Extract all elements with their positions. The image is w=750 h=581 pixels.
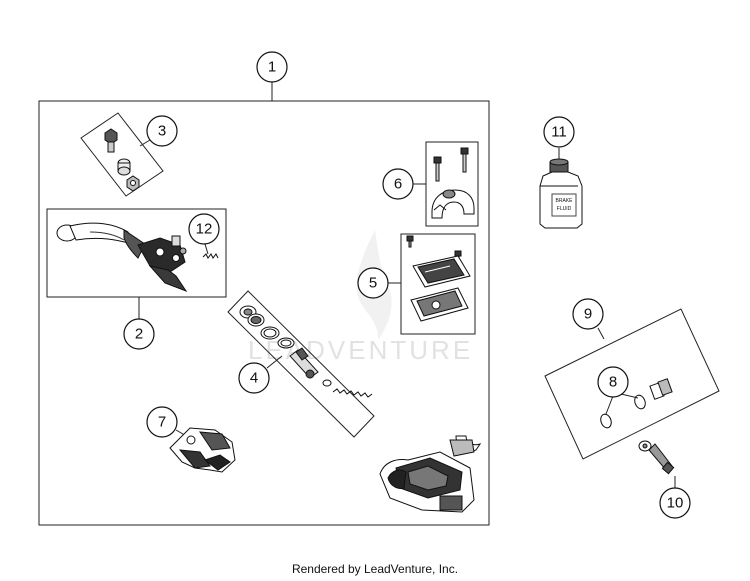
leader-line-4 (266, 355, 283, 369)
group-4-frame (227, 290, 375, 438)
svg-text:11: 11 (551, 124, 567, 141)
group-5-frame (400, 233, 476, 335)
callout-6: 6 (382, 168, 414, 200)
svg-text:2: 2 (135, 326, 143, 343)
svg-text:1: 1 (268, 59, 276, 76)
callout-3: 3 (146, 115, 178, 147)
svg-text:7: 7 (158, 414, 166, 431)
callout-4: 4 (238, 362, 270, 394)
svg-text:5: 5 (369, 275, 377, 292)
part-3-screw-kit (104, 128, 140, 192)
svg-text:8: 8 (609, 374, 617, 391)
svg-text:3: 3 (158, 123, 166, 140)
callout-7: 7 (146, 406, 178, 438)
callout-10: 10 (659, 487, 691, 519)
svg-text:12: 12 (196, 221, 213, 238)
bottle-label-2: FLUID (557, 206, 572, 212)
part-10-banjo-fitting (638, 440, 675, 475)
part-4-piston-kit (239, 305, 373, 398)
leader-line-8 (605, 395, 614, 415)
svg-text:10: 10 (667, 495, 684, 512)
callout-12: 12 (188, 213, 220, 245)
bottle-label: BRAKE (556, 198, 574, 204)
svg-text:6: 6 (394, 176, 402, 193)
group-3-frame (80, 112, 164, 197)
callout-5: 5 (357, 267, 389, 299)
leader-line-9 (597, 327, 605, 340)
callout-11: 11 (543, 116, 575, 148)
assembly-frame (38, 100, 490, 526)
group-9-frame (544, 308, 720, 460)
group-2-frame (46, 208, 227, 298)
master-cylinder-housing (379, 435, 482, 513)
footer-credit: Rendered by LeadVenture, Inc. (291, 562, 459, 576)
callout-9: 9 (572, 298, 604, 330)
part-2-brake-lever (56, 222, 188, 293)
callout-2: 2 (123, 318, 155, 350)
svg-text:4: 4 (250, 370, 258, 387)
part-7-pivot-housing (169, 427, 236, 473)
part-8-seals (600, 378, 673, 429)
callout-8: 8 (597, 366, 629, 398)
part-11-brake-fluid-bottle: BRAKE FLUID (539, 158, 583, 229)
part-5-reservoir-cover (406, 235, 471, 322)
svg-text:9: 9 (584, 306, 592, 323)
callout-1: 1 (256, 51, 288, 83)
part-6-clamp (431, 147, 475, 219)
leader-line-3 (139, 139, 151, 147)
leader-line-12 (204, 243, 209, 255)
part-12-spring (202, 253, 219, 259)
